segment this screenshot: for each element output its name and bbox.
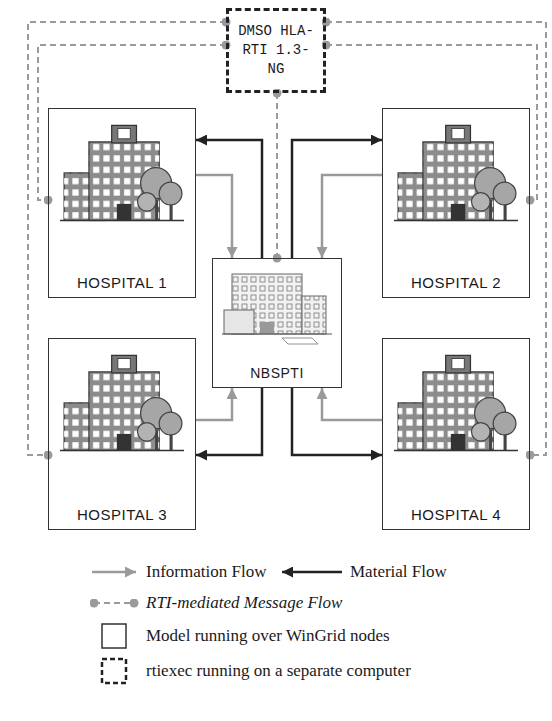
message-flow-line	[38, 45, 226, 200]
hospital-model-box: HOSPITAL 2	[382, 108, 530, 298]
message-flow-line	[326, 45, 537, 200]
material-flow-sample	[282, 571, 342, 574]
legend-text: RTI-mediated Message Flow	[146, 593, 342, 613]
legend-text: rtiexec running on a separate computer	[146, 661, 411, 681]
hospital-model-box: HOSPITAL 4	[382, 338, 530, 530]
information-flow-arrow	[322, 175, 382, 258]
message-flow-sample	[94, 602, 134, 604]
legend-text: Model running over WinGrid nodes	[146, 626, 390, 646]
node-label: NBSPTI	[250, 365, 304, 381]
information-flow-arrow	[196, 388, 232, 420]
rtiexec-box-sample	[102, 659, 126, 683]
information-flow-arrow	[322, 388, 382, 420]
model-box-sample	[102, 624, 126, 648]
hospital-model-box: HOSPITAL 1	[48, 108, 196, 298]
message-flow-line	[276, 93, 278, 258]
legend-text: Information Flow	[146, 562, 266, 582]
hospital-icon	[394, 125, 518, 220]
hospital-icon	[60, 125, 184, 220]
legend-text: Material Flow	[350, 562, 447, 582]
information-flow-arrow	[196, 175, 232, 258]
hospital-icon	[60, 355, 184, 450]
node-label: HOSPITAL 4	[411, 506, 501, 523]
blood-service-box: NBSPTI	[212, 258, 342, 388]
node-label: HOSPITAL 1	[77, 274, 167, 291]
material-flow-arrow	[292, 388, 382, 455]
node-label: DMSO HLA-RTI 1.3-NG	[235, 22, 317, 79]
node-label: HOSPITAL 2	[411, 274, 501, 291]
message-flow-line	[326, 22, 546, 455]
message-flow-line	[28, 22, 226, 455]
material-flow-arrow	[196, 140, 262, 258]
material-flow-arrow	[196, 388, 262, 455]
rti-box: DMSO HLA-RTI 1.3-NG	[226, 8, 326, 93]
hospital-model-box: HOSPITAL 3	[48, 338, 196, 530]
office-icon	[222, 274, 332, 344]
material-flow-arrow	[292, 140, 382, 258]
information-flow-sample	[92, 571, 136, 574]
node-label: HOSPITAL 3	[77, 506, 167, 523]
hospital-icon	[394, 355, 518, 450]
